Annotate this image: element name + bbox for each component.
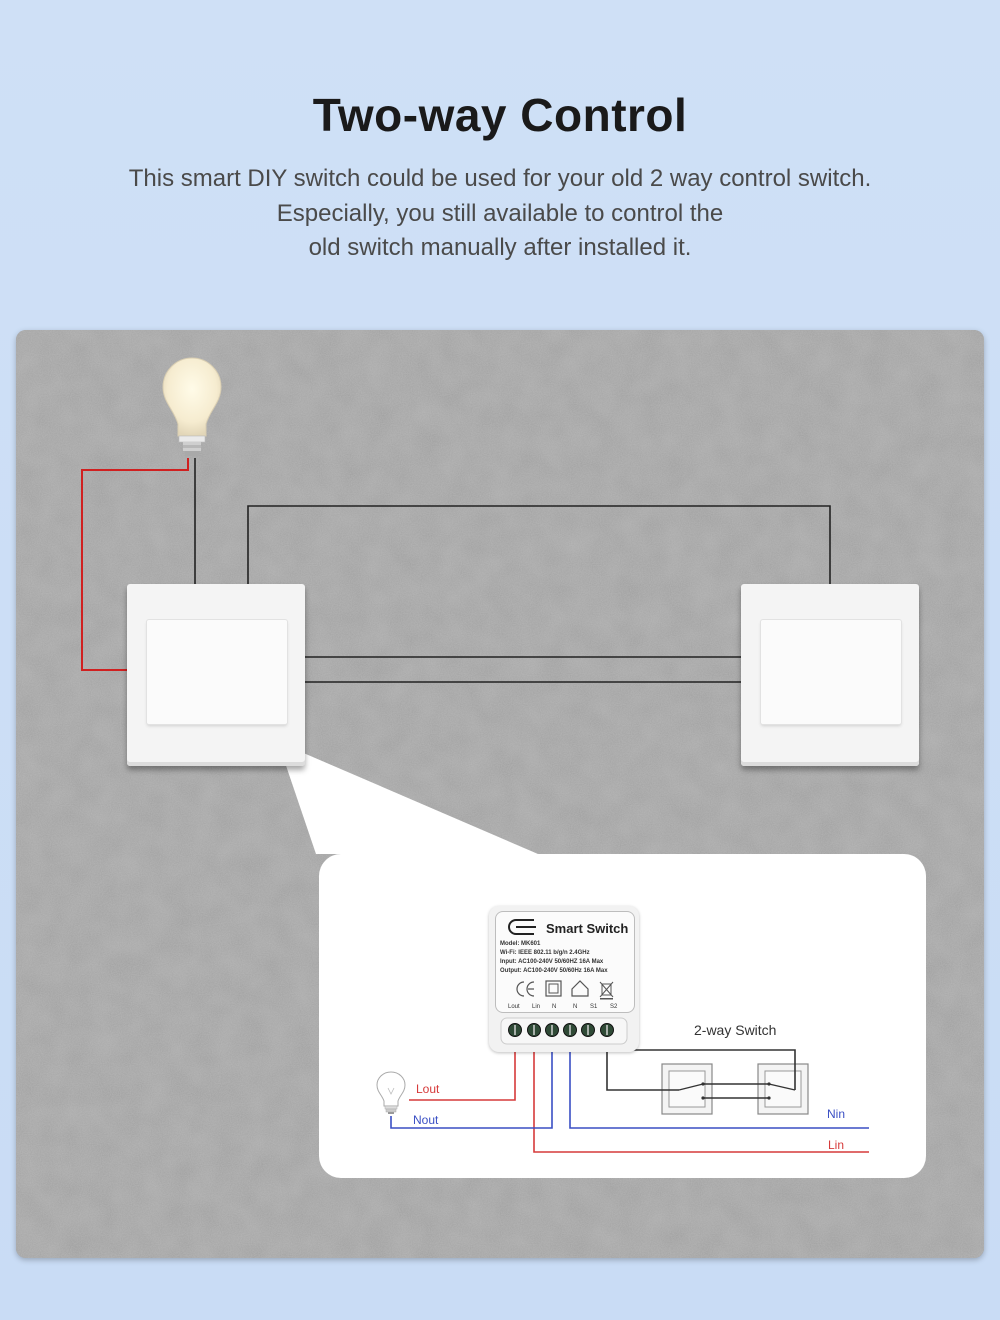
terminal-label-s1: S1 xyxy=(590,1004,598,1010)
certification-icons xyxy=(516,980,614,1000)
description-line-1: This smart DIY switch could be used for … xyxy=(128,165,872,192)
light-bulb-icon xyxy=(376,1071,406,1114)
light-bulb-icon xyxy=(162,357,222,456)
wall-illustration: Smart Switch Model: MK601 Wi-Fi: IEEE 80… xyxy=(16,330,984,1258)
nin-wire xyxy=(569,1036,869,1129)
top-traveler-wire xyxy=(247,505,831,586)
double-insulation-icon xyxy=(545,980,562,997)
description-line-3: old switch manually after installed it. xyxy=(308,234,692,261)
power-logo-icon xyxy=(508,919,536,935)
home-icon xyxy=(571,980,589,997)
left-wall-switch xyxy=(127,584,305,766)
terminal-label-n1: N xyxy=(552,1004,557,1010)
module-label: Smart Switch Model: MK601 Wi-Fi: IEEE 80… xyxy=(495,911,635,1013)
weee-bin-icon xyxy=(599,981,614,1000)
right-switch-rocker xyxy=(761,620,901,724)
spec-input: Input: AC100-240V 50/60HZ 16A Max xyxy=(500,959,604,965)
terminal-label-lout: Lout xyxy=(508,1004,520,1010)
description: This smart DIY switch could be used for … xyxy=(0,162,1000,266)
lin-wire xyxy=(533,1036,869,1153)
callout-pointer xyxy=(278,742,538,854)
wiring-diagram-panel: Smart Switch Model: MK601 Wi-Fi: IEEE 80… xyxy=(319,854,926,1178)
ce-mark-icon xyxy=(516,981,535,997)
nout-label: Nout xyxy=(413,1113,439,1127)
module-title: Smart Switch xyxy=(546,921,629,936)
wiring-overlay xyxy=(81,357,831,854)
lout-wire xyxy=(409,1036,516,1101)
two-way-switch-right xyxy=(757,1063,809,1115)
nin-label: Nin xyxy=(827,1107,846,1121)
nout-wire xyxy=(390,1036,553,1129)
right-wall-switch xyxy=(741,584,919,766)
spec-wifi: Wi-Fi: IEEE 802.11 b/g/n 2.4GHz xyxy=(500,950,590,956)
smart-switch-module: Smart Switch Model: MK601 Wi-Fi: IEEE 80… xyxy=(489,906,639,1052)
concrete-texture xyxy=(16,330,984,1258)
two-way-switch-label: 2-way Switch xyxy=(694,1022,777,1038)
page-title: Two-way Control xyxy=(312,89,688,141)
terminal-label-s2: S2 xyxy=(610,1004,618,1010)
two-way-switch-left xyxy=(661,1063,713,1115)
spec-output: Output: AC100-240V 50/60Hz 16A Max xyxy=(500,968,608,974)
spec-model: Model: MK601 xyxy=(500,941,541,947)
red-wire xyxy=(81,458,189,671)
terminal-block xyxy=(500,1017,628,1045)
wiring-diagram xyxy=(376,1036,869,1153)
lin-label: Lin xyxy=(828,1138,845,1152)
lout-label: Lout xyxy=(416,1082,440,1096)
terminal-label-lin: Lin xyxy=(532,1004,541,1010)
terminal-label-n2: N xyxy=(573,1004,578,1010)
description-line-2: Especially, you still available to contr… xyxy=(276,199,724,227)
left-switch-rocker xyxy=(147,620,287,724)
